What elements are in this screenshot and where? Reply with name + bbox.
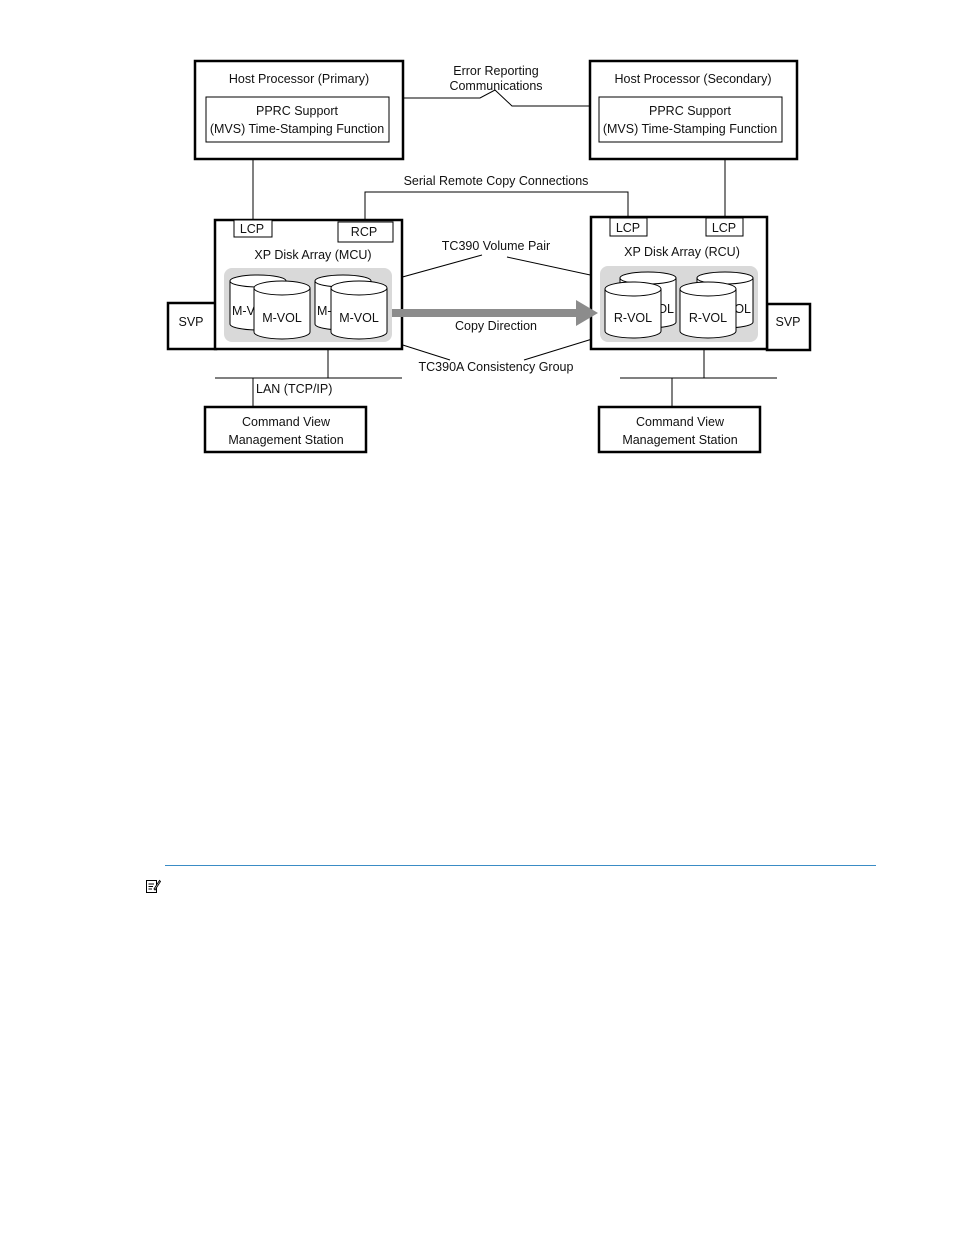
lcp-label: LCP [712,221,736,235]
pprc-support-box-primary: PPRC Support (MVS) Time-Stamping Functio… [205,96,390,143]
host-primary-title: Host Processor (Primary) [229,72,369,86]
r-vol-label: OL [734,302,751,316]
m-vol-label: M- [317,304,332,318]
error-reporting-label: Error Reporting [453,64,538,78]
note-icon [146,879,161,893]
lan-label: LAN (TCP/IP) [256,382,332,396]
command-view-label: Command View [636,415,725,429]
m-vol-cylinder-1: M-VOL [253,280,311,340]
xp-disk-array-rcu: LCP LCP XP Disk Array (RCU) OL R-VOL OL [589,215,769,351]
mcu-title: XP Disk Array (MCU) [254,248,371,262]
rcp-port-mcu: RCP [337,221,394,243]
consistency-group-label: TC390A Consistency Group [419,360,574,374]
host-processor-primary: Host Processor (Primary) PPRC Support (M… [193,59,405,161]
m-vol-label: M-V [232,304,256,318]
r-vol-label: R-VOL [689,311,727,325]
svp-box-mcu: SVP [166,301,218,351]
rcp-label: RCP [351,225,377,239]
command-view-label: Command View [242,415,331,429]
serial-remote-copy-label: Serial Remote Copy Connections [404,174,589,188]
lcp-port-rcu-2: LCP [705,217,744,237]
management-station-label: Management Station [622,433,737,447]
lcp-label: LCP [616,221,640,235]
management-station-primary: Command View Management Station [203,405,368,454]
pprc-support-label: PPRC Support [256,104,339,118]
svp-label: SVP [178,315,203,329]
connection-lines [215,89,777,407]
host-secondary-title: Host Processor (Secondary) [614,72,771,86]
time-stamping-label: (MVS) Time-Stamping Function [603,122,777,136]
m-vol-cylinder-2: M-VOL [330,280,388,340]
r-vol-cylinder-1: R-VOL [604,281,662,339]
management-station-secondary: Command View Management Station [597,405,762,454]
communications-label: Communications [449,79,542,93]
host-processor-secondary: Host Processor (Secondary) PPRC Support … [588,59,799,161]
xp-disk-array-mcu: LCP RCP XP Disk Array (MCU) M-V M-VOL M- [213,218,404,351]
time-stamping-label: (MVS) Time-Stamping Function [210,122,384,136]
svp-label: SVP [775,315,800,329]
lcp-port-mcu: LCP [233,219,273,238]
r-vol-label: R-VOL [614,311,652,325]
management-station-label: Management Station [228,433,343,447]
r-vol-cylinder-2: R-VOL [679,281,737,339]
volume-pair-label: TC390 Volume Pair [442,239,550,253]
note-divider [165,865,876,866]
pprc-support-box-secondary: PPRC Support (MVS) Time-Stamping Functio… [598,96,783,143]
svp-box-rcu: SVP [765,302,812,352]
rcu-title: XP Disk Array (RCU) [624,245,740,259]
lcp-port-rcu-1: LCP [609,217,648,237]
pprc-support-label: PPRC Support [649,104,732,118]
m-vol-label: M-VOL [262,311,302,325]
copy-direction-arrow [392,300,598,326]
m-vol-label: M-VOL [339,311,379,325]
lcp-label: LCP [240,222,264,236]
copy-direction-label: Copy Direction [455,319,537,333]
